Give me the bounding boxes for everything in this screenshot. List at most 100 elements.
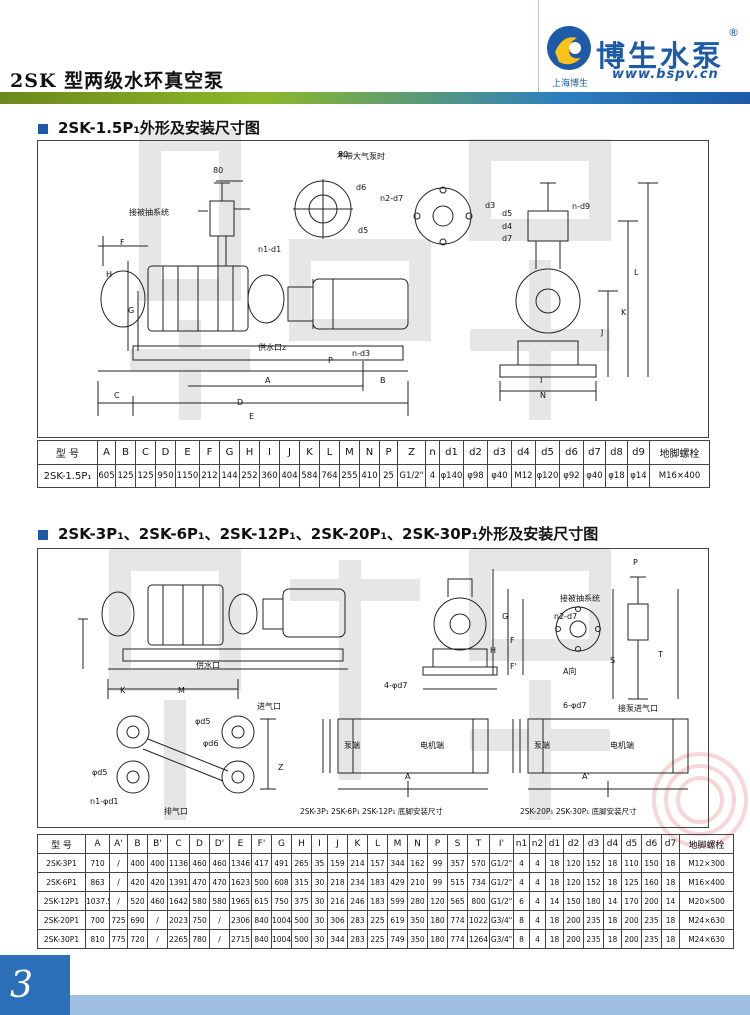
table-header-cell: 地脚螺栓 xyxy=(679,834,734,854)
table-cell: 749 xyxy=(387,929,408,949)
table-cell: 460 xyxy=(189,853,210,873)
dim-label: A' xyxy=(582,772,590,781)
table-cell: 725 xyxy=(109,910,128,930)
table-header-cell: n xyxy=(425,440,440,465)
connect-system-label: 接被抽系统 xyxy=(129,208,169,217)
table-cell: 200 xyxy=(641,891,662,911)
table-header-cell: J xyxy=(327,834,348,854)
dim-label: φd5 xyxy=(195,717,211,726)
bullet-square-icon xyxy=(38,529,48,540)
table-cell: 30 xyxy=(311,929,328,949)
table-cell: 800 xyxy=(467,891,490,911)
table-cell: 750 xyxy=(271,891,292,911)
table-cell: 410 xyxy=(359,464,380,488)
table-cell: 2715 xyxy=(229,929,252,949)
dim-label: d5 xyxy=(502,209,513,218)
table-cell: M12 xyxy=(511,464,536,488)
table-cell: 500 xyxy=(291,910,312,930)
dim-label: M xyxy=(178,686,185,695)
pump-end-label: 泵端 xyxy=(344,741,360,750)
table-cell: 720 xyxy=(127,929,148,949)
table-cell: M20×500 xyxy=(679,891,734,911)
table-cell: 120 xyxy=(427,891,448,911)
table-cell: 774 xyxy=(447,910,468,930)
table-header-cell: G xyxy=(219,440,240,465)
table-cell: / xyxy=(209,929,230,949)
table-cell: 235 xyxy=(583,910,604,930)
table-header-cell: L xyxy=(367,834,388,854)
table-header-cell: C xyxy=(167,834,190,854)
table-cell: 283 xyxy=(347,929,368,949)
table-cell: 14 xyxy=(545,891,564,911)
motor-end-label: 电机端 xyxy=(420,741,444,750)
dim-label: d5 xyxy=(358,226,369,235)
table-cell: 152 xyxy=(583,853,604,873)
table-cell: 700 xyxy=(85,910,110,930)
table-cell: 375 xyxy=(291,891,312,911)
table-cell: 1391 xyxy=(167,872,190,892)
table-cell: 14 xyxy=(661,891,680,911)
dim-label: G xyxy=(128,306,135,315)
table-cell: 200 xyxy=(563,929,584,949)
footprint-caption-2: 2SK-20P₁ 2SK-30P₁ 底脚安装尺寸 xyxy=(520,807,637,816)
table-cell: 350 xyxy=(407,929,428,949)
table-cell: 210 xyxy=(407,872,428,892)
table-cell: 565 xyxy=(447,891,468,911)
table-cell: 200 xyxy=(621,929,642,949)
table-cell: 615 xyxy=(251,891,272,911)
bullet-square-icon xyxy=(38,123,48,134)
header-gradient-bar xyxy=(0,92,750,104)
table-cell: 160 xyxy=(641,872,662,892)
table-cell: 1346 xyxy=(229,853,252,873)
table-cell: 235 xyxy=(641,910,662,930)
table-header-row: 型 号 A B C D E F G H I J K L M N P Z n d1… xyxy=(37,440,710,465)
table-header-cell: d4 xyxy=(603,834,622,854)
table-header-cell: C xyxy=(135,440,156,465)
table-cell: 110 xyxy=(621,853,642,873)
table-cell: M12×300 xyxy=(679,853,734,873)
table-cell: 1037.5 xyxy=(85,891,110,911)
table-cell: 2SK-20P1 xyxy=(37,910,86,930)
table-cell: 14 xyxy=(603,891,622,911)
table-header-cell: J xyxy=(279,440,300,465)
table-header-cell: F xyxy=(199,440,220,465)
table-header-cell: 型 号 xyxy=(37,440,98,465)
table-cell: 4 xyxy=(513,853,530,873)
dim-label: 4-φd7 xyxy=(384,681,408,690)
table-cell: M24×630 xyxy=(679,910,734,930)
table-cell: 315 xyxy=(291,872,312,892)
table-cell: 170 xyxy=(621,891,642,911)
section1-spec-table: 型 号 A B C D E F G H I J K L M N P Z n d1… xyxy=(37,440,710,488)
section1-drawing-frame: 80 80 xyxy=(37,140,709,438)
table-cell: 780 xyxy=(189,929,210,949)
table-cell: 1004 xyxy=(271,929,292,949)
table-header-cell: d1 xyxy=(439,440,464,465)
table-header-cell: E xyxy=(175,440,200,465)
dim-label: G xyxy=(502,612,509,621)
table-cell: 515 xyxy=(447,872,468,892)
water-inlet-label: 供水口 xyxy=(196,661,220,670)
table-header-cell: S xyxy=(447,834,468,854)
table-cell: 99 xyxy=(427,853,448,873)
table-header-cell: M xyxy=(387,834,408,854)
table-cell: 1623 xyxy=(229,872,252,892)
table-cell: 159 xyxy=(327,853,348,873)
table-cell: 183 xyxy=(367,872,388,892)
logo-city: 上海博生 xyxy=(552,79,589,89)
table-cell: 2SK-6P1 xyxy=(37,872,86,892)
table-cell: 710 xyxy=(85,853,110,873)
logo-registered-mark: ® xyxy=(728,26,739,39)
table-cell: 417 xyxy=(251,853,272,873)
table-cell: 1264 xyxy=(467,929,490,949)
table-cell: 150 xyxy=(563,891,584,911)
table-cell: 255 xyxy=(339,464,360,488)
table-cell: 120 xyxy=(563,853,584,873)
table-header-cell: P xyxy=(379,440,398,465)
table-header-cell: I xyxy=(311,834,328,854)
dim-label: n2-d7 xyxy=(554,612,578,621)
table-header-cell: N xyxy=(407,834,428,854)
drawing1-caption: 不带大气泵时 xyxy=(337,152,385,161)
table-cell: 774 xyxy=(447,929,468,949)
table-cell: 420 xyxy=(147,872,168,892)
table-cell: 200 xyxy=(563,910,584,930)
